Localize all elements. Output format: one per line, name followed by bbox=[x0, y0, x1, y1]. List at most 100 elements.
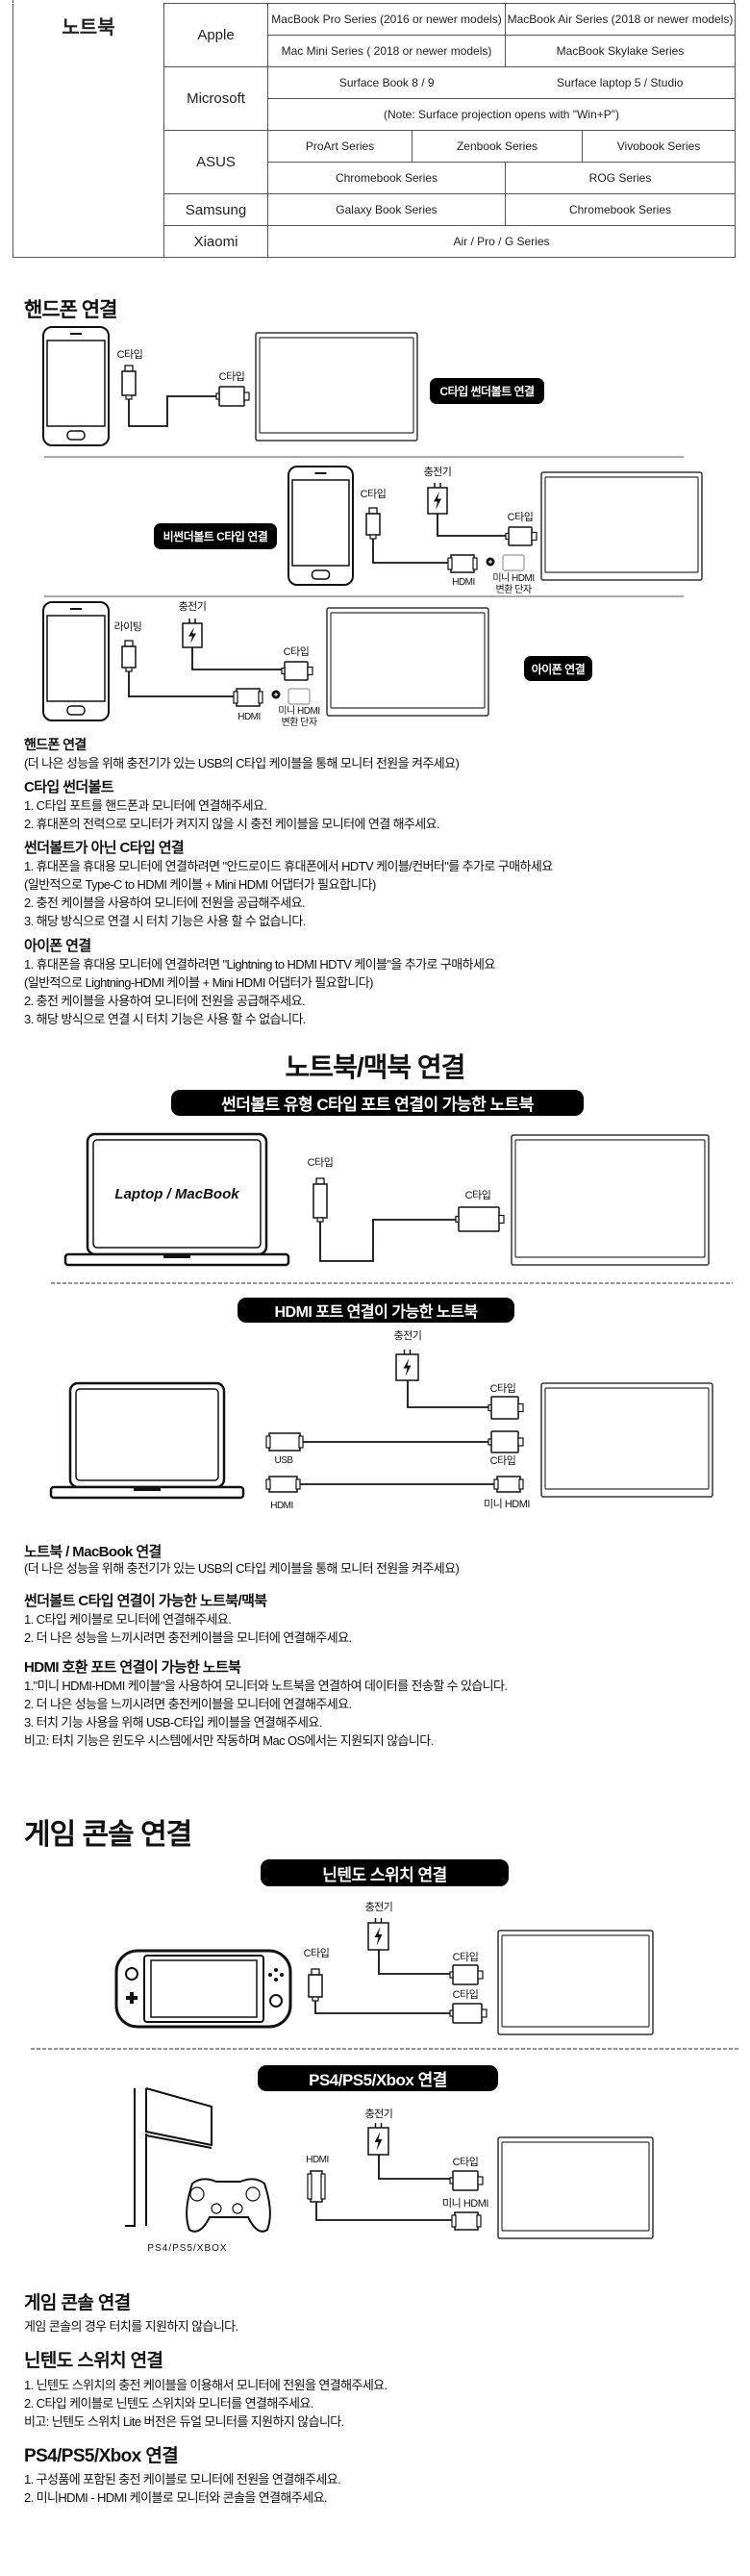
cable-line bbox=[315, 2202, 454, 2221]
charger-icon bbox=[427, 483, 448, 515]
guide-line: 1. C타입 포트를 핸드폰과 모니터에 연결해주세요. bbox=[24, 798, 267, 813]
label-lightning: 라이팅 bbox=[113, 621, 142, 633]
ctype-plug-icon bbox=[312, 1177, 328, 1223]
guide-line: 2. 충전 케이블을 사용하여 모니터에 전원을 공급해주세요. bbox=[24, 994, 306, 1008]
label-mini-hdmi: 미니 HDMI bbox=[442, 2198, 488, 2210]
guide-heading: PS4/PS5/Xbox 연결 bbox=[24, 2446, 179, 2466]
nintendo-switch-icon bbox=[114, 1949, 292, 2029]
hdmi-plug-icon bbox=[307, 2170, 326, 2203]
guide-line: 1. C타입 케이블로 모니터에 연결해주세요. bbox=[24, 1612, 232, 1627]
label-ctype: C타입 bbox=[452, 2157, 479, 2168]
charger-icon bbox=[395, 1350, 419, 1381]
guide-heading: 닌텐도 스위치 연결 bbox=[24, 2351, 163, 2371]
label-ctype: C타입 bbox=[218, 371, 245, 383]
game-controller-icon bbox=[186, 2178, 271, 2233]
cable-line bbox=[191, 647, 286, 670]
table-cell: Surface Book 8 / 9 bbox=[267, 66, 506, 99]
label-charger: 충전기 bbox=[178, 601, 207, 613]
monitor-icon bbox=[497, 2136, 654, 2239]
table-row-apple-2: Mac Mini Series ( 2018 or newer models) … bbox=[13, 35, 736, 67]
guide-line: 1."미니 HDMI-HDMI 케이블"을 사용하여 모니터와 노트북을 연결하… bbox=[24, 1679, 508, 1693]
label-ctype: C타입 bbox=[307, 1157, 334, 1169]
guide-line: 2. 더 나은 성능을 느끼시려면 충전케이블을 모니터에 연결해주세요. bbox=[24, 1630, 352, 1645]
pill-ps-xbox: PS4/PS5/Xbox 연결 bbox=[258, 2065, 498, 2091]
guide-line: 1. 휴대폰을 휴대용 모니터에 연결하려면 "안드로이드 휴대폰에서 HDTV… bbox=[24, 859, 553, 873]
guide-line: 1. 닌텐도 스위치의 충전 케이블을 이용해서 모니터에 전원을 연결해주세요… bbox=[24, 2378, 388, 2392]
label-ctype: C타입 bbox=[489, 1383, 516, 1395]
table-note: (Note: Surface projection opens with "Wi… bbox=[267, 98, 736, 131]
cable-line bbox=[128, 395, 220, 427]
charger-icon bbox=[182, 619, 203, 648]
pill-ctype-thunderbolt: C타입 썬더볼트 연결 bbox=[430, 378, 544, 404]
guide-line: (일반적으로 Type-C to HDMI 케이블 + Mini HDMI 어댑… bbox=[24, 877, 376, 892]
cable-line bbox=[437, 514, 510, 537]
table-cell: MacBook Skylake Series bbox=[505, 35, 736, 67]
ctype-connector-icon bbox=[215, 386, 250, 407]
brand-xiaomi: Xiaomi bbox=[163, 225, 268, 258]
console-guide-title: 게임 콘솔 연결 bbox=[24, 2293, 131, 2313]
hdmi-plug-icon bbox=[265, 1476, 301, 1493]
ctype-connector-icon bbox=[455, 1206, 505, 1232]
cable-line bbox=[407, 1380, 492, 1408]
label-hdmi: HDMI bbox=[270, 1501, 293, 1511]
label-mini-hdmi: 미니 HDMI bbox=[484, 1499, 530, 1510]
guide-heading: 아이폰 연결 bbox=[24, 938, 91, 954]
pill-switch: 닌텐도 스위치 연결 bbox=[261, 1859, 509, 1886]
label-charger: 충전기 bbox=[393, 1330, 422, 1342]
label-hdmi: HDMI bbox=[452, 577, 475, 588]
table-row-apple-1: 노트북 Apple MacBook Pro Series (2016 or ne… bbox=[12, 3, 736, 258]
table-cell: Chromebook Series bbox=[267, 162, 506, 194]
mini-hdmi-adapter-icon bbox=[288, 688, 311, 705]
cable-line bbox=[372, 539, 449, 564]
label-line: 변환 단자 bbox=[281, 718, 317, 728]
label-hdmi: HDMI bbox=[306, 2155, 329, 2165]
laptop-guide-subtitle: (더 나은 성능을 위해 충전기가 있는 USB의 C타입 케이블을 통해 모니… bbox=[24, 1561, 460, 1576]
phone-icon bbox=[288, 466, 354, 586]
guide-line: (일반적으로 Lightning-HDMI 케이블 + Mini HDMI 어댑… bbox=[24, 975, 373, 990]
usb-plug-icon bbox=[265, 1432, 304, 1452]
compatibility-table: 노트북 Apple MacBook Pro Series (2016 or ne… bbox=[12, 3, 736, 258]
ctype-plug-icon bbox=[308, 1968, 323, 2002]
laptop-guide-title: 노트북 / MacBook 연결 bbox=[24, 1544, 162, 1560]
ctype-connector-icon bbox=[488, 1430, 524, 1453]
label-usb: USB bbox=[274, 1455, 293, 1466]
table-cell: Air / Pro / G Series bbox=[267, 225, 736, 258]
label-ctype: C타입 bbox=[452, 1989, 479, 2001]
table-cell: Vivobook Series bbox=[582, 130, 736, 163]
ctype-plug-icon bbox=[365, 507, 381, 540]
guide-line: 3. 해당 방식으로 연결 시 터치 기능은 사용 할 수 없습니다. bbox=[24, 914, 306, 928]
mini-hdmi-plug-icon bbox=[451, 2211, 482, 2231]
charger-icon bbox=[367, 2123, 389, 2156]
phone-guide-subtitle: (더 나은 성능을 위해 충전기가 있는 USB의 C타입 케이블을 통해 모니… bbox=[24, 756, 460, 770]
laptop-screen-text: Laptop / MacBook bbox=[114, 1186, 239, 1202]
console-guide-subtitle: 게임 콘솔의 경우 터치를 지원하지 않습니다. bbox=[24, 2319, 238, 2334]
plus-icon bbox=[271, 690, 281, 699]
table-cell: ProArt Series bbox=[267, 130, 412, 163]
mini-hdmi-adapter-icon bbox=[502, 554, 525, 571]
monitor-icon bbox=[497, 1930, 654, 2035]
mini-hdmi-plug-icon bbox=[493, 1476, 524, 1493]
phone-icon bbox=[42, 601, 110, 721]
pill-thunderbolt-laptop: 썬더볼트 유형 C타입 포트 연결이 가능한 노트북 bbox=[171, 1090, 584, 1116]
label-charger: 충전기 bbox=[364, 1902, 393, 1913]
phone-icon bbox=[42, 326, 110, 446]
table-cell: Surface laptop 5 / Studio bbox=[505, 66, 736, 99]
pill-non-thunderbolt: 비썬더볼트 C타입 연결 bbox=[154, 523, 277, 549]
label-line: 미니 HDMI bbox=[278, 706, 320, 717]
label-line: 미니 HDMI bbox=[492, 573, 535, 584]
label-ctype: C타입 bbox=[360, 489, 387, 500]
table-cell: MacBook Pro Series (2016 or newer models… bbox=[267, 3, 506, 36]
guide-line: 2. 휴대폰의 전력으로 모니터가 켜지지 않을 시 충전 케이블을 모니터에 … bbox=[24, 817, 440, 831]
ctype-connector-icon bbox=[281, 661, 313, 681]
console-section-title: 게임 콘솔 연결 bbox=[24, 1819, 192, 1851]
category-laptop: 노트북 bbox=[12, 3, 164, 258]
monitor-icon bbox=[540, 471, 703, 581]
label-ctype: C타입 bbox=[303, 1948, 330, 1959]
guide-line: 2. 더 나은 성능을 느끼시려면 충전케이블을 모니터에 연결해주세요. bbox=[24, 1697, 352, 1711]
brand-apple: Apple bbox=[163, 3, 268, 67]
charger-icon bbox=[367, 1918, 389, 1951]
ctype-connector-icon bbox=[449, 1964, 484, 1985]
